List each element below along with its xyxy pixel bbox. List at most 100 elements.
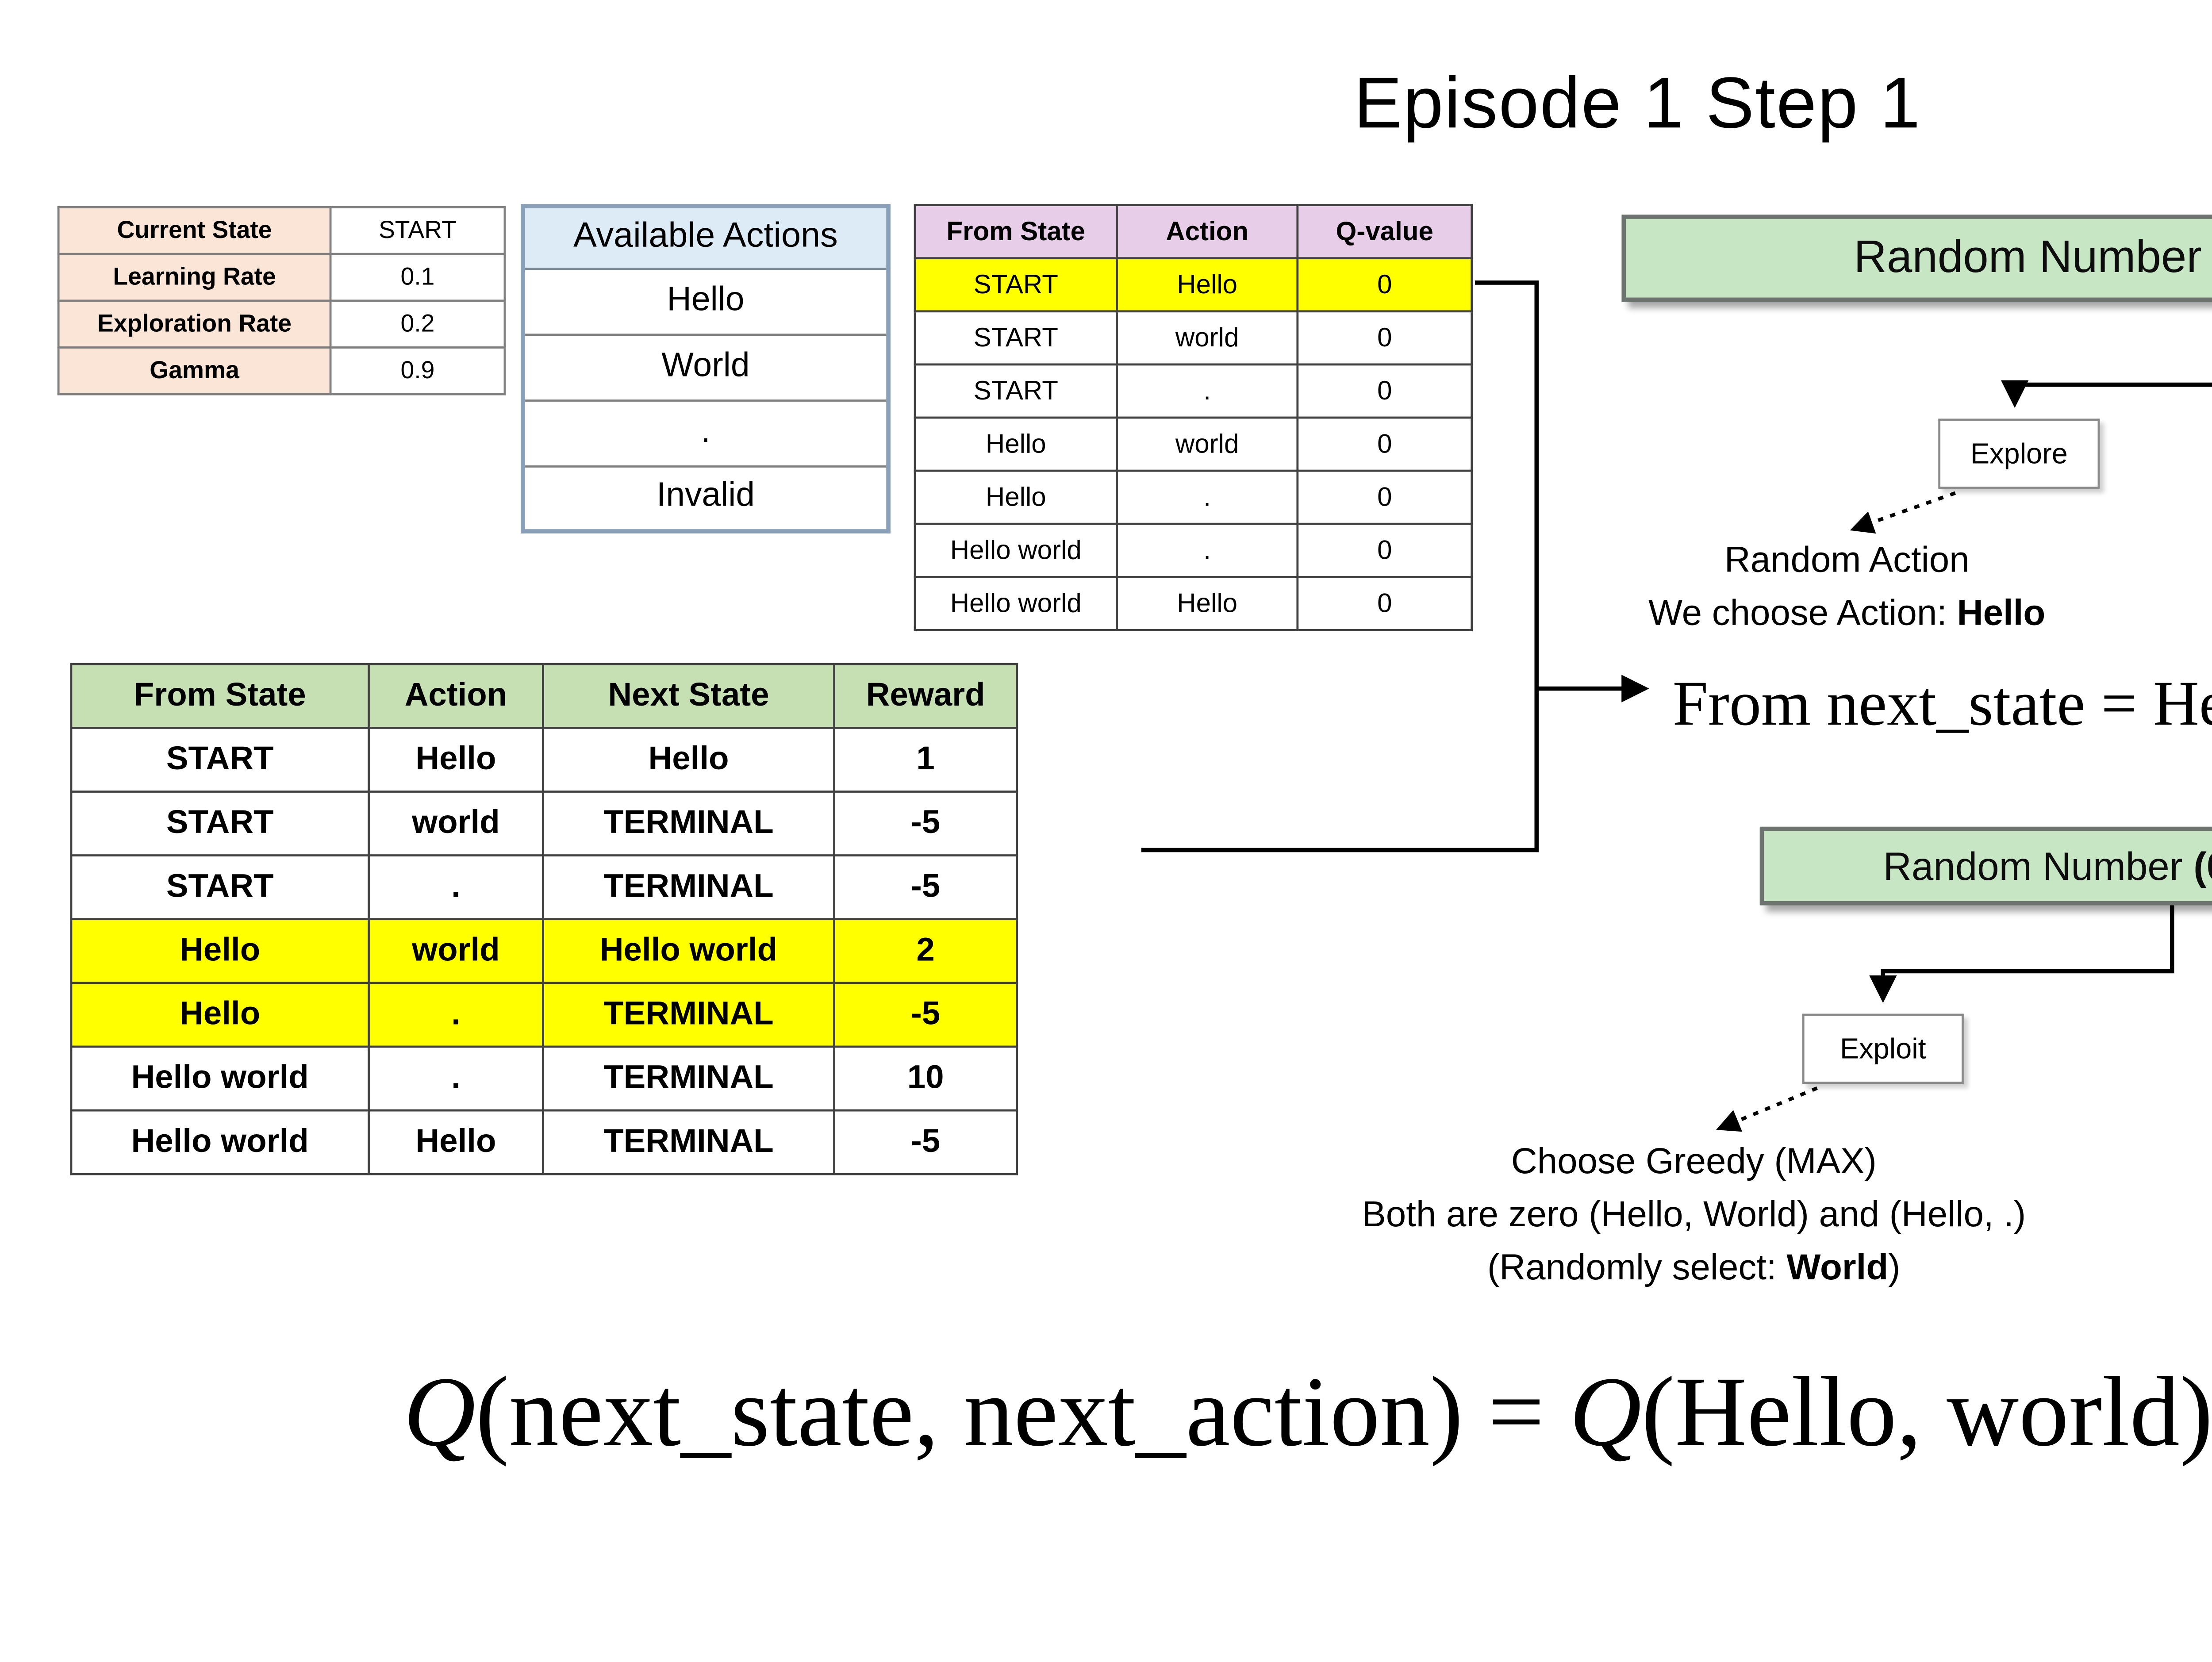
decision2-random-number: (0.17) > (2193, 842, 2212, 887)
greedy-line2: Both are zero (Hello, World) and (Hello,… (1362, 1194, 2026, 1235)
q-cell: START (914, 257, 1118, 313)
params-table: Current State START Learning Rate 0.1 Ex… (57, 206, 506, 395)
decision1-to-explore-connector (2001, 380, 2212, 408)
reward-cell: -5 (833, 854, 1018, 921)
reward-cell: Hello (542, 726, 835, 793)
formula-q: Q (1569, 1358, 1642, 1469)
q-cell: 0 (1296, 522, 1473, 578)
q-cell: . (1116, 363, 1299, 419)
q-cell: START (914, 310, 1118, 366)
q-cell: 0 (1296, 363, 1473, 419)
reward-table-header: Action (368, 663, 544, 729)
reward-cell: START (70, 791, 370, 857)
q-cell: Hello world (914, 576, 1118, 631)
q-value-table: From State Action Q-value START Hello 0 … (914, 204, 1473, 631)
action-item: World (522, 332, 890, 401)
table-row: Current State START (57, 206, 506, 255)
param-value: 0.1 (329, 253, 506, 302)
table-row: START . TERMINAL -5 (70, 854, 1018, 921)
q-cell: 0 (1296, 416, 1473, 472)
q-cell: Hello (1116, 576, 1299, 631)
q-cell: 0 (1296, 310, 1473, 366)
formula-args: (Hello, world) = (1641, 1358, 2212, 1469)
table-row: START Hello Hello 1 (70, 726, 1018, 793)
q-cell: world (1116, 416, 1299, 472)
q-cell: 0 (1296, 469, 1473, 525)
reward-cell: 1 (833, 726, 1018, 793)
decision1-text: Random Number (1854, 231, 2212, 283)
greedy-line1: Choose Greedy (MAX) (1511, 1141, 1877, 1182)
random-select-suffix: ) (1888, 1247, 1901, 1288)
table-row: START world 0 (914, 310, 1473, 366)
reward-cell: TERMINAL (542, 791, 835, 857)
reward-cell: Hello (368, 1109, 544, 1175)
decision2-to-exploit-connector (1869, 905, 2174, 1003)
table-row: Available Actions (522, 205, 890, 269)
random-action-line2: We choose Action: Hello (1590, 587, 2104, 640)
q-cell: 0 (1296, 576, 1473, 631)
table-row: From State Action Next State Reward (70, 663, 1018, 729)
param-value: 0.9 (329, 346, 506, 395)
reward-cell: Hello world (542, 918, 835, 984)
reward-cell: world (368, 791, 544, 857)
param-label: Learning Rate (57, 253, 332, 302)
table-row: START . 0 (914, 363, 1473, 419)
reward-table-header: Next State (542, 663, 835, 729)
random-action-line1: Random Action (1724, 540, 1970, 580)
table-row: Hello . TERMINAL -5 (70, 982, 1018, 1048)
q-cell: Hello (914, 469, 1118, 525)
param-label: Gamma (57, 346, 332, 395)
q-cell: . (1116, 469, 1299, 525)
reward-cell: -5 (833, 791, 1018, 857)
q-cell: 0 (1296, 257, 1473, 313)
reward-cell: -5 (833, 1109, 1018, 1175)
action-item: Invalid (522, 464, 890, 533)
table-row: Invalid (522, 464, 890, 533)
table-row: START world TERMINAL -5 (70, 791, 1018, 857)
formula-args: (next_state, next_action) = (476, 1358, 1570, 1469)
reward-cell: TERMINAL (542, 854, 835, 921)
reward-table-header: Reward (833, 663, 1018, 729)
reward-cell: TERMINAL (542, 982, 835, 1048)
decision-box-2: Random Number (0.17) > Exploration Rate … (1759, 826, 2212, 906)
table-row: Hello (522, 266, 890, 335)
table-row: Gamma 0.9 (57, 346, 506, 395)
exploit-box-2: Exploit (1802, 1013, 1964, 1084)
param-value: 0.2 (329, 299, 506, 349)
random-select-prefix: (Randomly select: (1487, 1247, 1787, 1288)
q-table-header: From State (914, 204, 1118, 260)
page-title: Episode 1 Step 1 (1354, 64, 1921, 145)
greedy-line3: (Randomly select: World) (1229, 1241, 2159, 1294)
table-row: Hello world . TERMINAL 10 (70, 1045, 1018, 1112)
action-item: . (522, 398, 890, 467)
reward-cell: 10 (833, 1045, 1018, 1112)
q-cell: Hello (1116, 257, 1299, 313)
q-table-header: Q-value (1296, 204, 1473, 260)
decision2-text: Random Number (1883, 842, 2194, 887)
exploit-to-greedy-dotted-arrow (1716, 1086, 1818, 1132)
reward-cell: Hello world (70, 1109, 370, 1175)
q-cell: . (1116, 522, 1299, 578)
q-formula: Q(next_state, next_action) = Q(Hello, wo… (0, 1356, 2212, 1470)
chosen-action-prefix: We choose Action: (1648, 593, 1957, 633)
reward-cell: world (368, 918, 544, 984)
next-state-text: From next_state = Hello (1672, 669, 2212, 740)
available-actions-header: Available Actions (522, 205, 890, 269)
reward-table: From State Action Next State Reward STAR… (70, 663, 1018, 1175)
reward-table-header: From State (70, 663, 370, 729)
table-row: START Hello 0 (914, 257, 1473, 313)
reward-cell: TERMINAL (542, 1045, 835, 1112)
table-row: Learning Rate 0.1 (57, 253, 506, 302)
reward-cell: Hello (70, 918, 370, 984)
explore-to-random-action-dotted-arrow (1850, 491, 1956, 534)
reward-cell: . (368, 982, 544, 1048)
reward-cell: Hello (368, 726, 544, 793)
reward-cell: . (368, 1045, 544, 1112)
reward-cell: Hello (70, 982, 370, 1048)
reward-cell: START (70, 726, 370, 793)
q-cell: Hello (914, 416, 1118, 472)
reward-cell: 2 (833, 918, 1018, 984)
explore-box-1: Explore (1938, 418, 2100, 489)
q-cell: START (914, 363, 1118, 419)
